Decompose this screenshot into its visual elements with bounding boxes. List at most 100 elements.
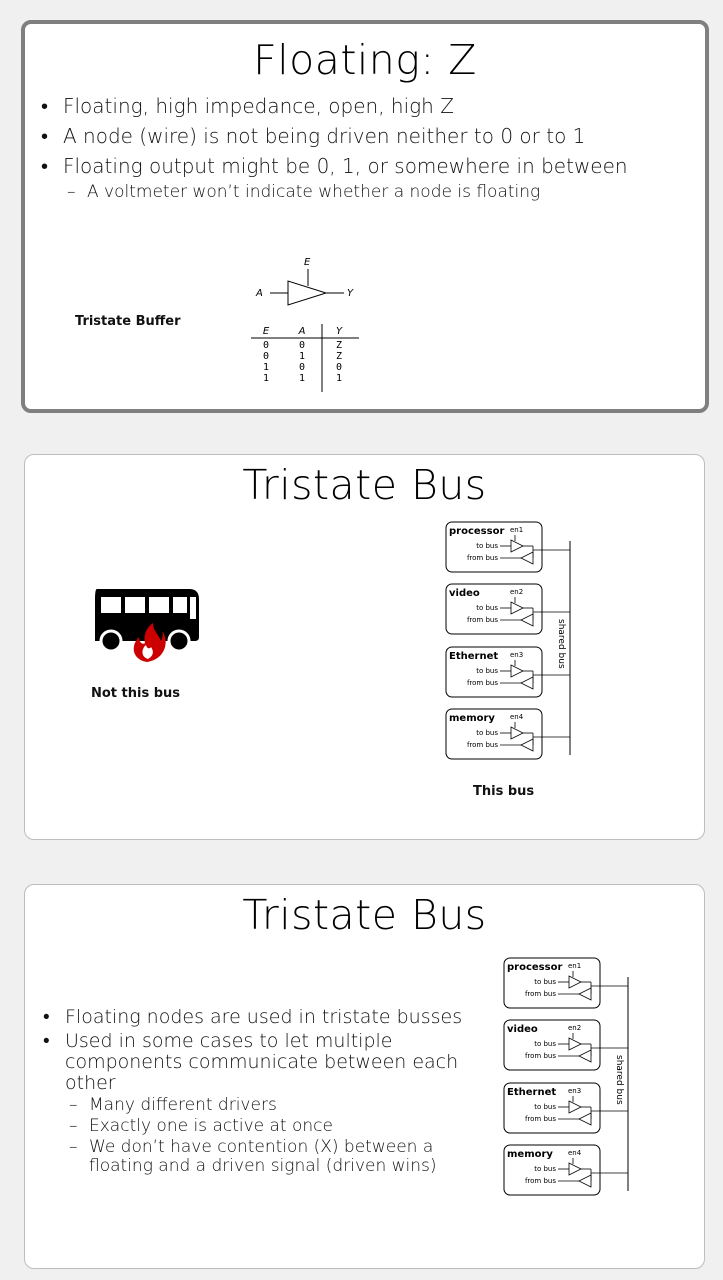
- bus-device: memory en4 to bus from bus: [503, 1144, 628, 1196]
- slide-1[interactable]: Floating: Z Floating, high impedance, op…: [21, 20, 709, 413]
- from-bus-buffer-icon: [578, 1112, 592, 1126]
- from-bus-buffer-icon: [578, 1174, 592, 1188]
- device-enable: en4: [510, 713, 524, 721]
- sub-bullet-item: Exactly one is active at once: [41, 1117, 503, 1137]
- bus-device: processor en1 to bus from bus: [503, 957, 628, 1009]
- from-bus-label: from bus: [467, 679, 498, 687]
- device-enable: en4: [568, 1149, 582, 1157]
- truth-table-header: E: [263, 326, 270, 337]
- to-bus-buffer-icon: [510, 539, 524, 553]
- bus-device: video en2 to bus from bus: [503, 1019, 628, 1071]
- truth-table-cell: 0: [299, 340, 305, 351]
- slide-2[interactable]: Tristate Bus Not this bus shared bus pro…: [24, 454, 705, 840]
- device-name: Ethernet: [449, 651, 498, 662]
- device-name: video: [449, 588, 480, 599]
- shared-bus-label: shared bus: [614, 1055, 624, 1105]
- to-bus-buffer-icon: [568, 1100, 582, 1114]
- diagram-caption: This bus: [473, 784, 535, 799]
- to-bus-label: to bus: [534, 1040, 556, 1048]
- to-bus-buffer-icon: [510, 726, 524, 740]
- device-name: memory: [449, 713, 495, 724]
- from-bus-label: from bus: [525, 1177, 556, 1185]
- from-bus-buffer-icon: [578, 1049, 592, 1063]
- truth-table-cell: Z: [336, 351, 342, 362]
- enable-label: E: [304, 257, 311, 268]
- bus-device: Ethernet en3 to bus from bus: [503, 1082, 628, 1134]
- device-name: Ethernet: [507, 1087, 556, 1098]
- truth-table-cell: 0: [263, 340, 269, 351]
- tristate-buffer-symbol: E A Y: [255, 257, 354, 306]
- from-bus-buffer-icon: [578, 987, 592, 1001]
- truth-table-cell: 1: [299, 351, 305, 362]
- device-enable: en2: [510, 588, 523, 596]
- device-enable: en2: [568, 1024, 581, 1032]
- truth-table-cell: Z: [336, 340, 342, 351]
- shared-bus-diagram: shared bus processor en1 to bus from bus…: [445, 521, 571, 760]
- truth-table: E A Y 0 0 Z 0 1 Z 1 0 0 1 1 1: [251, 324, 359, 392]
- buffer-triangle-icon: [287, 280, 328, 306]
- bullet-list: Floating, high impedance, open, high Z A…: [39, 94, 689, 203]
- flame-icon: [133, 623, 166, 662]
- to-bus-label: to bus: [476, 542, 498, 550]
- to-bus-label: to bus: [534, 978, 556, 986]
- device-name: video: [507, 1024, 538, 1035]
- to-bus-label: to bus: [476, 667, 498, 675]
- to-bus-label: to bus: [476, 729, 498, 737]
- bullet-item: Floating nodes are used in tristate buss…: [41, 1007, 503, 1029]
- device-enable: en1: [568, 962, 581, 970]
- bus-device: Ethernet en3 to bus from bus: [445, 646, 570, 698]
- sub-bullet-item: Many different drivers: [41, 1096, 503, 1116]
- shared-bus-label: shared bus: [556, 619, 566, 669]
- from-bus-label: from bus: [467, 616, 498, 624]
- truth-table-cell: 1: [299, 373, 305, 384]
- device-enable: en1: [510, 526, 523, 534]
- from-bus-label: from bus: [467, 741, 498, 749]
- truth-table-cell: 1: [263, 373, 269, 384]
- bus-device: processor en1 to bus from bus: [445, 521, 570, 573]
- bus-caption: Not this bus: [91, 686, 181, 701]
- bullet-list: Floating nodes are used in tristate buss…: [41, 1007, 503, 1176]
- sub-bullet-item: A voltmeter won’t indicate whether a nod…: [39, 182, 689, 203]
- shared-bus-diagram: shared bus processor en1 to bus from bus…: [503, 957, 629, 1196]
- slide-title: Tristate Bus: [242, 461, 487, 509]
- from-bus-label: from bus: [525, 990, 556, 998]
- truth-table-cell: 1: [263, 362, 269, 373]
- truth-table-cell: 0: [336, 362, 342, 373]
- from-bus-buffer-icon: [520, 738, 534, 752]
- device-enable: en3: [568, 1087, 581, 1095]
- tristate-buffer-caption: Tristate Buffer: [75, 314, 181, 329]
- to-bus-buffer-icon: [510, 601, 524, 615]
- bullet-item: Floating output might be 0, 1, or somewh…: [39, 154, 629, 178]
- truth-table-cell: 1: [336, 373, 342, 384]
- output-label: Y: [347, 288, 354, 299]
- input-label: A: [255, 288, 263, 299]
- burning-bus-icon: [95, 589, 199, 662]
- to-bus-buffer-icon: [510, 664, 524, 678]
- slide-title: Floating: Z: [253, 36, 477, 84]
- slide-title: Tristate Bus: [242, 891, 487, 939]
- sub-bullet-item: We don’t have contention (X) between a f…: [41, 1138, 481, 1176]
- from-bus-label: from bus: [525, 1115, 556, 1123]
- from-bus-buffer-icon: [520, 551, 534, 565]
- from-bus-buffer-icon: [520, 613, 534, 627]
- to-bus-label: to bus: [534, 1165, 556, 1173]
- to-bus-buffer-icon: [568, 1162, 582, 1176]
- truth-table-header: A: [298, 326, 306, 337]
- truth-table-cell: 0: [299, 362, 305, 373]
- truth-table-cell: 0: [263, 351, 269, 362]
- slide-3[interactable]: Tristate Bus Floating nodes are used in …: [24, 884, 705, 1269]
- to-bus-label: to bus: [534, 1103, 556, 1111]
- to-bus-buffer-icon: [568, 975, 582, 989]
- device-enable: en3: [510, 651, 523, 659]
- bullet-item: Used in some cases to let multiple compo…: [41, 1031, 461, 1094]
- device-name: processor: [449, 526, 504, 537]
- to-bus-label: to bus: [476, 604, 498, 612]
- from-bus-label: from bus: [467, 554, 498, 562]
- from-bus-buffer-icon: [520, 676, 534, 690]
- device-name: memory: [507, 1149, 553, 1160]
- bullet-item: Floating, high impedance, open, high Z: [39, 94, 689, 118]
- from-bus-label: from bus: [525, 1052, 556, 1060]
- to-bus-buffer-icon: [568, 1037, 582, 1051]
- bus-device: memory en4 to bus from bus: [445, 708, 570, 760]
- bus-device: video en2 to bus from bus: [445, 583, 570, 635]
